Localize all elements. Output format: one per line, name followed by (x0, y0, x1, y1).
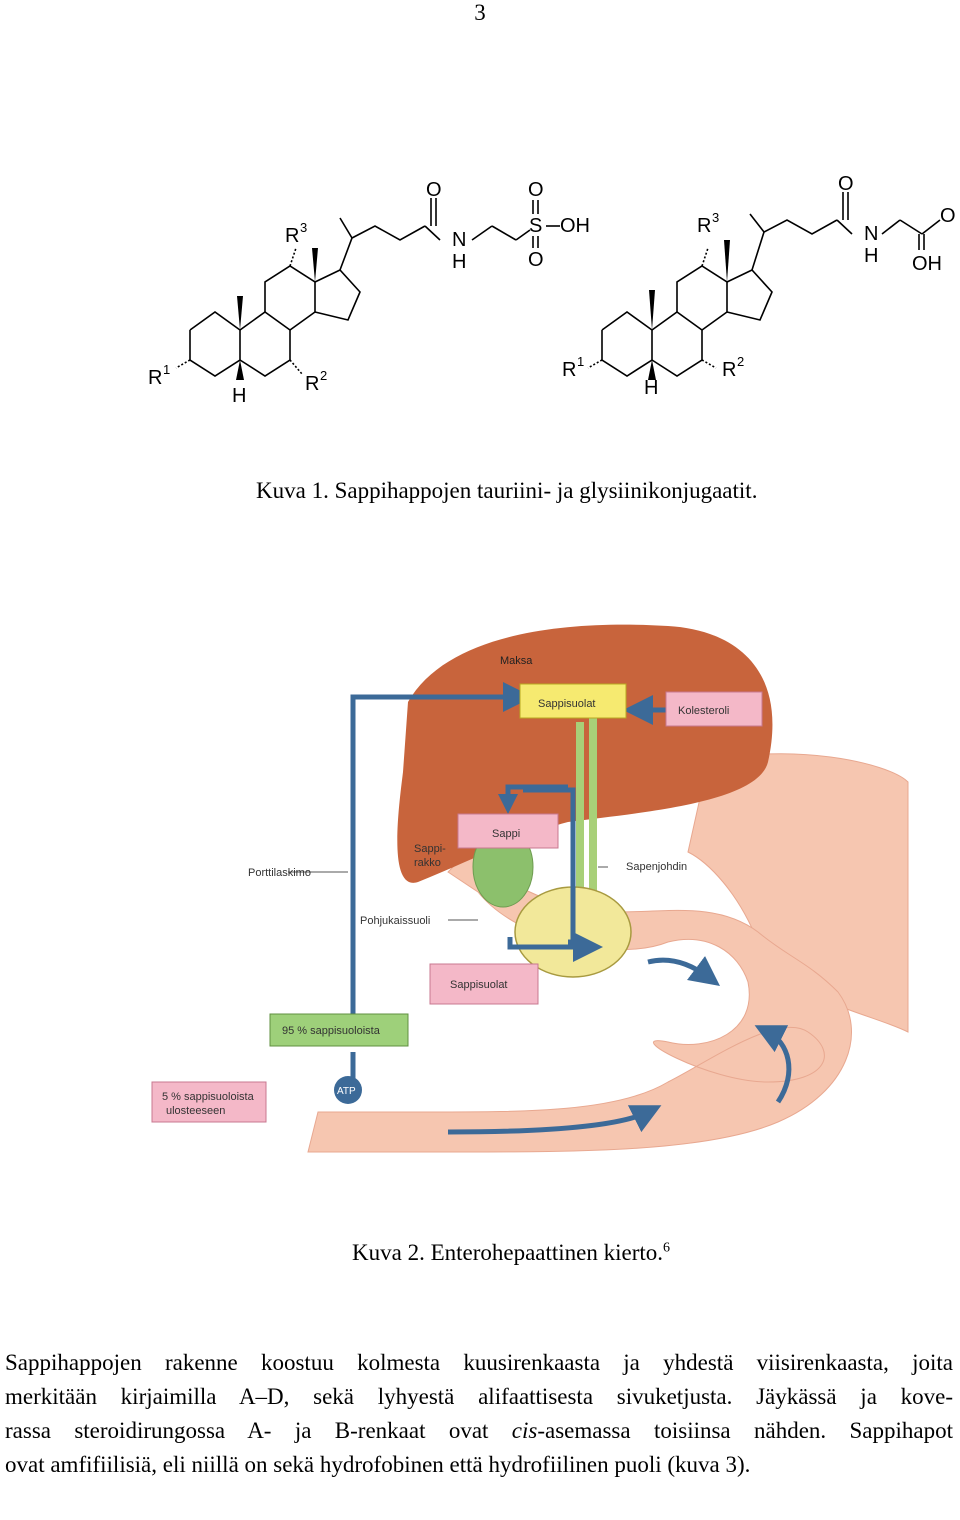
right-structure-labels: R 1 R 2 R 3 H O N H O OH (562, 173, 956, 399)
svg-text:H: H (232, 385, 246, 407)
svg-text:O: O (528, 249, 544, 271)
body-paragraph: Sappihappojen rakenne koostuu kolmesta k… (5, 1346, 953, 1482)
sappisuolat-top-box (519, 683, 627, 719)
body-line-1: Sappihappojen rakenne koostuu kolmesta k… (5, 1350, 953, 1375)
label-sappirakko-2: rakko (414, 857, 441, 869)
svg-text:S: S (529, 215, 542, 237)
svg-text:O: O (940, 205, 956, 227)
body-line-2: merkitään kirjaimilla A–D, sekä lyhyestä… (5, 1384, 953, 1409)
body-line-3: rassa steroidirungossa A- ja B-renkaat o… (5, 1418, 954, 1443)
label-percent5-2: ulosteeseen (166, 1105, 225, 1117)
label-percent95: 95 % sappisuoloista (282, 1025, 381, 1037)
atp-icon (334, 1076, 362, 1104)
label-porttilaskimo: Porttilaskimo (248, 867, 311, 879)
left-wedges (236, 248, 318, 380)
label-sapenjohdin: Sapenjohdin (626, 861, 687, 873)
svg-text:OH: OH (560, 215, 590, 237)
percent5-box (151, 1081, 267, 1123)
figure1-caption: Kuva 1. Sappihappojen tauriini- ja glysi… (256, 478, 758, 503)
left-r2: R (305, 373, 319, 395)
stomach-shape (687, 753, 909, 1033)
svg-text:2: 2 (320, 368, 327, 383)
kolesteroli-box (665, 691, 763, 727)
right-steroid-skeleton (587, 192, 941, 377)
diagram-labels: Maksa Sappisuolat Kolesteroli Sappi Sapp… (162, 655, 729, 1117)
svg-text:1: 1 (163, 362, 170, 377)
body-line-4: ovat amfifiilisiä, eli niillä on sekä hy… (5, 1452, 751, 1477)
left-r3: R (285, 225, 299, 247)
label-pohjukaissuoli: Pohjukaissuoli (360, 915, 430, 927)
label-sappisuolat-bottom: Sappisuolat (450, 979, 508, 991)
svg-text:H: H (864, 245, 878, 267)
svg-text:1: 1 (577, 354, 584, 369)
sappi-box (457, 813, 559, 849)
label-percent5-1: 5 % sappisuoloista (162, 1091, 255, 1103)
label-maksa: Maksa (500, 655, 533, 667)
svg-text:O: O (838, 173, 854, 195)
page-number: 3 (474, 0, 486, 25)
label-sappirakko-1: Sappi- (414, 843, 446, 855)
figure2-diagram: Maksa Sappisuolat Kolesteroli Sappi Sapp… (151, 624, 909, 1153)
percent95-box (269, 1013, 409, 1047)
label-sappisuolat-top: Sappisuolat (538, 698, 596, 710)
svg-text:3: 3 (712, 210, 719, 225)
svg-text:H: H (644, 377, 658, 399)
svg-text:O: O (426, 179, 442, 201)
right-r2: R (722, 359, 736, 381)
right-r3: R (697, 215, 711, 237)
left-steroid-skeleton (175, 198, 560, 377)
svg-text:3: 3 (300, 220, 307, 235)
left-structure-labels: R 1 R 2 R 3 H O N H O S O OH (148, 179, 590, 407)
svg-text:H: H (452, 251, 466, 273)
right-wedges (648, 240, 730, 380)
label-kolesteroli: Kolesteroli (678, 705, 729, 717)
svg-text:N: N (452, 229, 466, 251)
sappisuolat-bottom-box (429, 963, 539, 1005)
label-sappi: Sappi (492, 828, 520, 840)
left-r1: R (148, 367, 162, 389)
svg-text:N: N (864, 223, 878, 245)
label-atp: ATP (337, 1086, 356, 1097)
figure2-caption: Kuva 2. Enterohepaattinen kierto.6 (352, 1240, 671, 1265)
intestine-shape (307, 851, 852, 1153)
right-r1: R (562, 359, 576, 381)
svg-text:2: 2 (737, 354, 744, 369)
svg-text:O: O (528, 179, 544, 201)
figure1-structures: R 1 R 2 R 3 H O N H O S O OH (148, 173, 956, 407)
svg-text:OH: OH (912, 253, 942, 275)
